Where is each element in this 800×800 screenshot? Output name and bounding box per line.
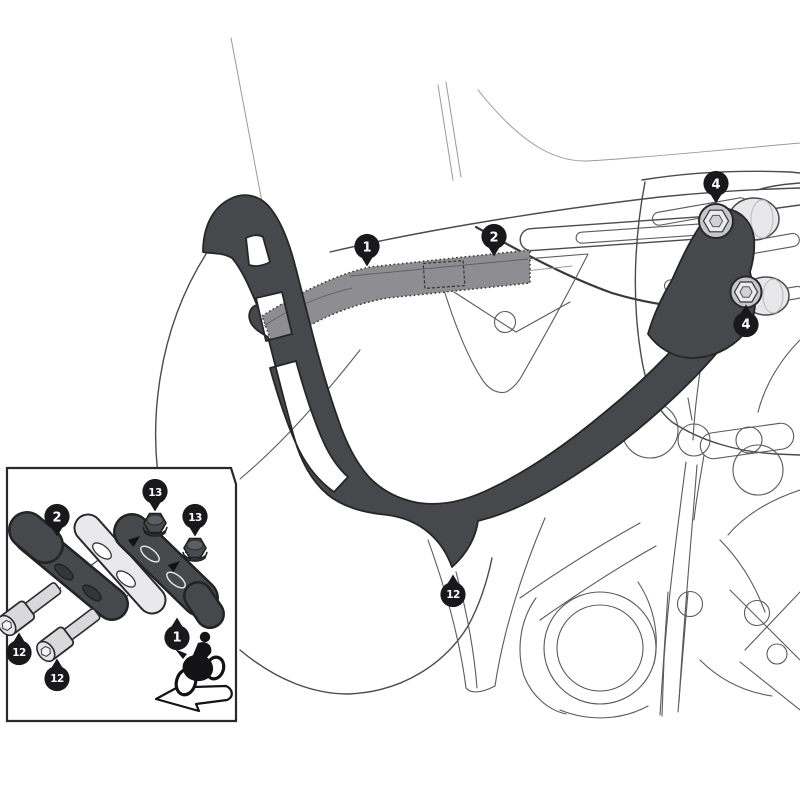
pannier-rack-frame <box>202 194 745 568</box>
inset-bracket-part2 <box>8 511 129 621</box>
svg-text:1: 1 <box>172 631 181 646</box>
inset-pin-13b: 13 <box>182 503 208 537</box>
inset-pin-1: 1 <box>164 617 190 651</box>
nut-13b-arrow <box>167 561 180 573</box>
inset-nut-13a <box>142 512 168 537</box>
hidden-section-dashed-outline <box>422 259 466 290</box>
inset-nut-13b <box>182 537 208 562</box>
nut-13a-arrow <box>127 536 140 548</box>
inset-pin-13a: 13 <box>142 478 168 512</box>
motorcycle-direction-arrow-icon <box>154 631 233 713</box>
svg-text:12: 12 <box>446 589 460 601</box>
callout-pin-2: 2 <box>481 223 507 257</box>
inset-box: 2 13 13 1 12 12 <box>0 466 238 723</box>
svg-text:2: 2 <box>52 511 61 526</box>
inset-slotted-plate <box>73 513 167 615</box>
svg-text:12: 12 <box>12 647 26 659</box>
callout-pin-4-upper: 4 <box>703 170 729 204</box>
highlight-strip <box>261 249 531 351</box>
svg-text:13: 13 <box>148 487 162 499</box>
inset-bracket-part1 <box>113 513 225 629</box>
inset-bolt-12b <box>36 608 101 663</box>
svg-text:4: 4 <box>711 178 720 193</box>
upper-mounting-bolt <box>698 203 734 239</box>
svg-text:2: 2 <box>489 231 498 246</box>
inset-pin-12a: 12 <box>6 632 32 666</box>
svg-text:13: 13 <box>188 512 202 524</box>
callout-pin-1: 1 <box>354 233 380 267</box>
inset-pin-2: 2 <box>44 503 70 537</box>
lower-mounting-bolt <box>729 275 763 309</box>
motorcycle-line-art <box>155 37 800 719</box>
svg-text:1: 1 <box>362 241 371 256</box>
inset-pin-12b: 12 <box>44 658 70 692</box>
svg-text:4: 4 <box>741 318 750 333</box>
mounting-plate-assembly <box>647 197 790 359</box>
inset-bolt-12a <box>0 582 62 637</box>
callout-pin-12: 12 <box>440 574 466 608</box>
mounting-plate <box>647 208 757 359</box>
svg-text:12: 12 <box>50 673 64 685</box>
callout-pin-4-lower: 4 <box>733 304 759 338</box>
